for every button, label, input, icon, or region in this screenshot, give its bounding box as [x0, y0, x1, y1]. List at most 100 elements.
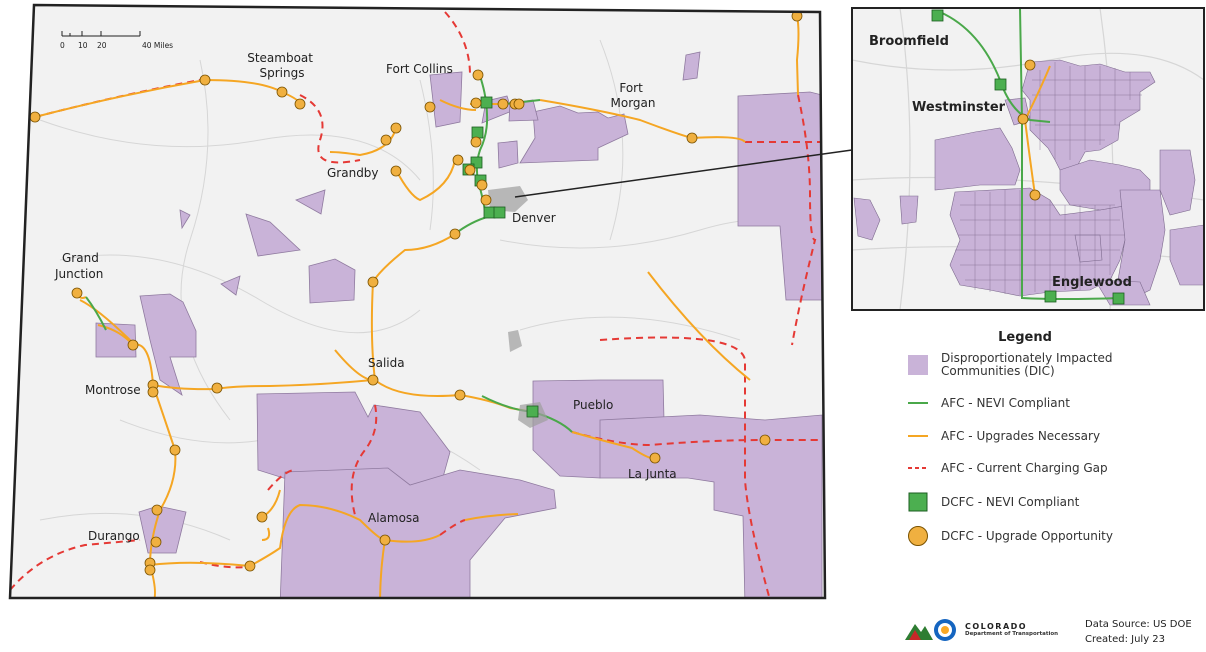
dcfc-upgrade-marker: [1024, 59, 1036, 71]
inset-dcfc-upgrade: [1017, 59, 1041, 201]
dcfc-upgrade-marker: [294, 98, 306, 110]
orange-line-icon: [905, 423, 931, 449]
dcfc-upgrade-marker: [464, 164, 476, 176]
dcfc-upgrade-marker: [1029, 189, 1041, 201]
city-label-salida: Salida: [368, 356, 405, 370]
city-label-montrose: Montrose: [85, 383, 141, 397]
agency-name: COLORADO: [965, 621, 1028, 631]
scale-label: 10: [78, 41, 88, 50]
dcfc-upgrade-marker: [147, 386, 159, 398]
dcfc-upgrade-marker: [367, 276, 379, 288]
legend-item-afc-nevi: AFC - NEVI Compliant: [905, 390, 1205, 416]
legend-item-afc-gap: AFC - Current Charging Gap: [905, 455, 1205, 481]
inset-label-broomfield: Broomfield: [869, 34, 949, 49]
legend-title: Legend: [998, 330, 1052, 345]
green-square-icon: [905, 489, 931, 515]
created-date-text: Created: July 23: [1085, 634, 1166, 645]
legend-label: AFC - Current Charging Gap: [941, 460, 1108, 475]
dcfc-upgrade-marker: [211, 382, 223, 394]
dcfc-upgrade-marker: [144, 564, 156, 576]
dcfc-upgrade-marker: [169, 444, 181, 456]
green-line-icon: [905, 390, 931, 416]
city-label-durango: Durango: [88, 529, 140, 543]
legend-label: DCFC - Upgrade Opportunity: [941, 528, 1113, 543]
dcfc-nevi-marker: [483, 206, 496, 219]
inset-dic-areas: [853, 59, 1204, 306]
dcfc-nevi-marker: [1044, 290, 1057, 303]
dcfc-nevi-marker: [1112, 292, 1125, 305]
legend-item-dic: Disproportionately Impacted Communities …: [905, 352, 1205, 378]
afc-upgrade-lines: [34, 15, 800, 598]
state-map: [8, 3, 827, 600]
dcfc-upgrade-marker: [390, 165, 402, 177]
cdot-logo-icon: [905, 619, 956, 641]
legend-label: Disproportionately Impacted Communities …: [941, 351, 1113, 378]
city-label-steamboat: Steamboat Springs: [247, 51, 317, 80]
scale-bar: 0 10 20 40 Miles: [60, 31, 173, 50]
city-label-grand-junction: Grand Junction: [54, 251, 103, 281]
city-label-fort-collins: Fort Collins: [386, 62, 453, 76]
legend-item-dcfc-upgrade: DCFC - Upgrade Opportunity: [905, 523, 1205, 549]
dcfc-nevi-marker: [994, 78, 1007, 91]
dcfc-upgrade-marker: [449, 228, 461, 240]
dcfc-nevi-marker: [470, 156, 483, 169]
dcfc-upgrade-marker: [472, 69, 484, 81]
city-label-grandby: Grandby: [327, 166, 379, 180]
legend-label: AFC - Upgrades Necessary: [941, 428, 1101, 443]
colorado-border: [8, 3, 827, 600]
dcfc-upgrade-marker: [497, 98, 509, 110]
legend-item-afc-upgrade: AFC - Upgrades Necessary: [905, 423, 1205, 449]
dic-swatch-icon: [905, 352, 931, 378]
dcfc-upgrade-marker: [480, 194, 492, 206]
red-dashed-line-icon: [905, 455, 931, 481]
city-label-pueblo: Pueblo: [573, 398, 613, 412]
dcfc-upgrade-marker: [686, 132, 698, 144]
dcfc-upgrade-marker: [29, 111, 41, 123]
dcfc-nevi-marker: [493, 206, 506, 219]
dcfc-upgrade-marker: [276, 86, 288, 98]
dcfc-upgrade-marker: [71, 287, 83, 299]
legend-label: DCFC - NEVI Compliant: [941, 494, 1080, 509]
dcfc-upgrade-marker: [199, 74, 211, 86]
inset-label-westminster: Westminster: [912, 100, 1006, 115]
dcfc-upgrade-marker: [244, 560, 256, 572]
dcfc-upgrade-marker: [454, 389, 466, 401]
dcfc-upgrade-marker: [379, 534, 391, 546]
agency-department: Department of Transportation: [965, 630, 1059, 637]
inset-connector: [514, 149, 853, 198]
data-source-text: Data Source: US DOE: [1085, 619, 1192, 630]
map-credits: Data Source: US DOE Created: July 23: [1085, 617, 1192, 647]
legend-item-dcfc-nevi: DCFC - NEVI Compliant: [905, 489, 1205, 515]
dcfc-upgrade-marker: [470, 97, 482, 109]
dcfc-nevi-marker: [471, 126, 484, 139]
dcfc-upgrade-marker: [127, 339, 139, 351]
inset-grid-lines: [955, 62, 1150, 295]
cdot-logo: COLORADO Department of Transportation: [903, 616, 1058, 642]
city-label-la-junta: La Junta: [628, 467, 677, 481]
dcfc-upgrade-marker: [367, 374, 379, 386]
city-label-fort-morgan: Fort Morgan: [611, 81, 656, 110]
dcfc-upgrade-marker: [151, 504, 163, 516]
scale-label: 40 Miles: [142, 41, 173, 50]
map-legend: Legend Disproportionately Impacted Commu…: [905, 330, 1205, 546]
dcfc-upgrade-marker: [256, 511, 268, 523]
dcfc-upgrade-marker: [150, 536, 162, 548]
dcfc-upgrade-marker: [424, 101, 436, 113]
dcfc-upgrade-marker: [513, 98, 525, 110]
city-label-denver: Denver: [512, 211, 556, 225]
dcfc-nevi-marker: [526, 405, 539, 418]
dcfc-upgrade-marker: [476, 179, 488, 191]
dcfc-upgrade-marker: [452, 154, 464, 166]
dcfc-upgrade-marker: [1017, 113, 1029, 125]
inset-dcfc-nevi: [931, 9, 1125, 305]
dcfc-upgrade-marker: [649, 452, 661, 464]
city-label-alamosa: Alamosa: [368, 511, 420, 525]
denver-inset-map: Broomfield Westminster Englewood: [851, 7, 1205, 311]
scale-label: 20: [97, 41, 107, 50]
inset-label-englewood: Englewood: [1052, 275, 1132, 290]
orange-circle-icon: [905, 523, 931, 549]
dcfc-upgrade-markers: [29, 10, 803, 576]
scale-label: 0: [60, 41, 65, 50]
dcfc-nevi-marker: [931, 9, 944, 22]
